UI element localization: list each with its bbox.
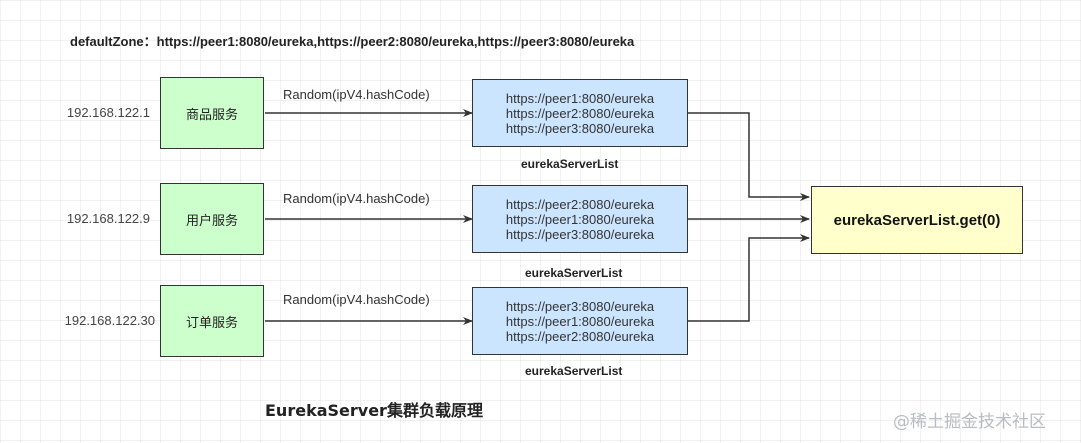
default-zone-label: defaultZone：https://peer1:8080/eureka,ht… [70,34,635,49]
server-url: https://peer3:8080/eureka [505,120,655,136]
server-url: https://peer2:8080/eureka [505,328,655,344]
watermark: @稀土掘金技术社区 [893,412,1046,432]
service-node-product: 商品服务 [160,77,264,149]
load-balance-method: Random(ipV4.hashCode) [283,292,430,307]
result-node: eurekaServerList.get(0) [811,186,1023,254]
connector-list-3 [688,234,810,322]
server-url: https://peer3:8080/eureka [505,298,655,314]
server-list-caption: eurekaServerList [525,364,623,378]
server-url: https://peer1:8080/eureka [505,313,655,329]
service-node-user: 用户服务 [160,183,264,255]
ip-address: 192.168.122.1 [66,105,150,120]
server-list-caption: eurekaServerList [525,266,623,280]
ip-address: 192.168.122.30 [64,313,155,328]
ip-address: 192.168.122.9 [66,211,150,226]
server-list-node: https://peer2:8080/eureka https://peer1:… [472,185,688,253]
server-list-node: https://peer1:8080/eureka https://peer2:… [472,79,688,147]
server-list-caption: eurekaServerList [521,157,619,171]
server-url: https://peer1:8080/eureka [505,211,655,227]
load-balance-method: Random(ipV4.hashCode) [283,87,430,102]
service-node-order: 订单服务 [160,285,264,357]
server-url: https://peer1:8080/eureka [505,90,655,106]
load-balance-method: Random(ipV4.hashCode) [283,191,430,206]
connector-list-1 [688,112,810,201]
server-url: https://peer2:8080/eureka [505,105,655,121]
server-list-node: https://peer3:8080/eureka https://peer1:… [472,287,688,355]
diagram-title: EurekaServer集群负载原理 [265,401,483,420]
server-url: https://peer2:8080/eureka [505,196,655,212]
server-url: https://peer3:8080/eureka [505,226,655,242]
